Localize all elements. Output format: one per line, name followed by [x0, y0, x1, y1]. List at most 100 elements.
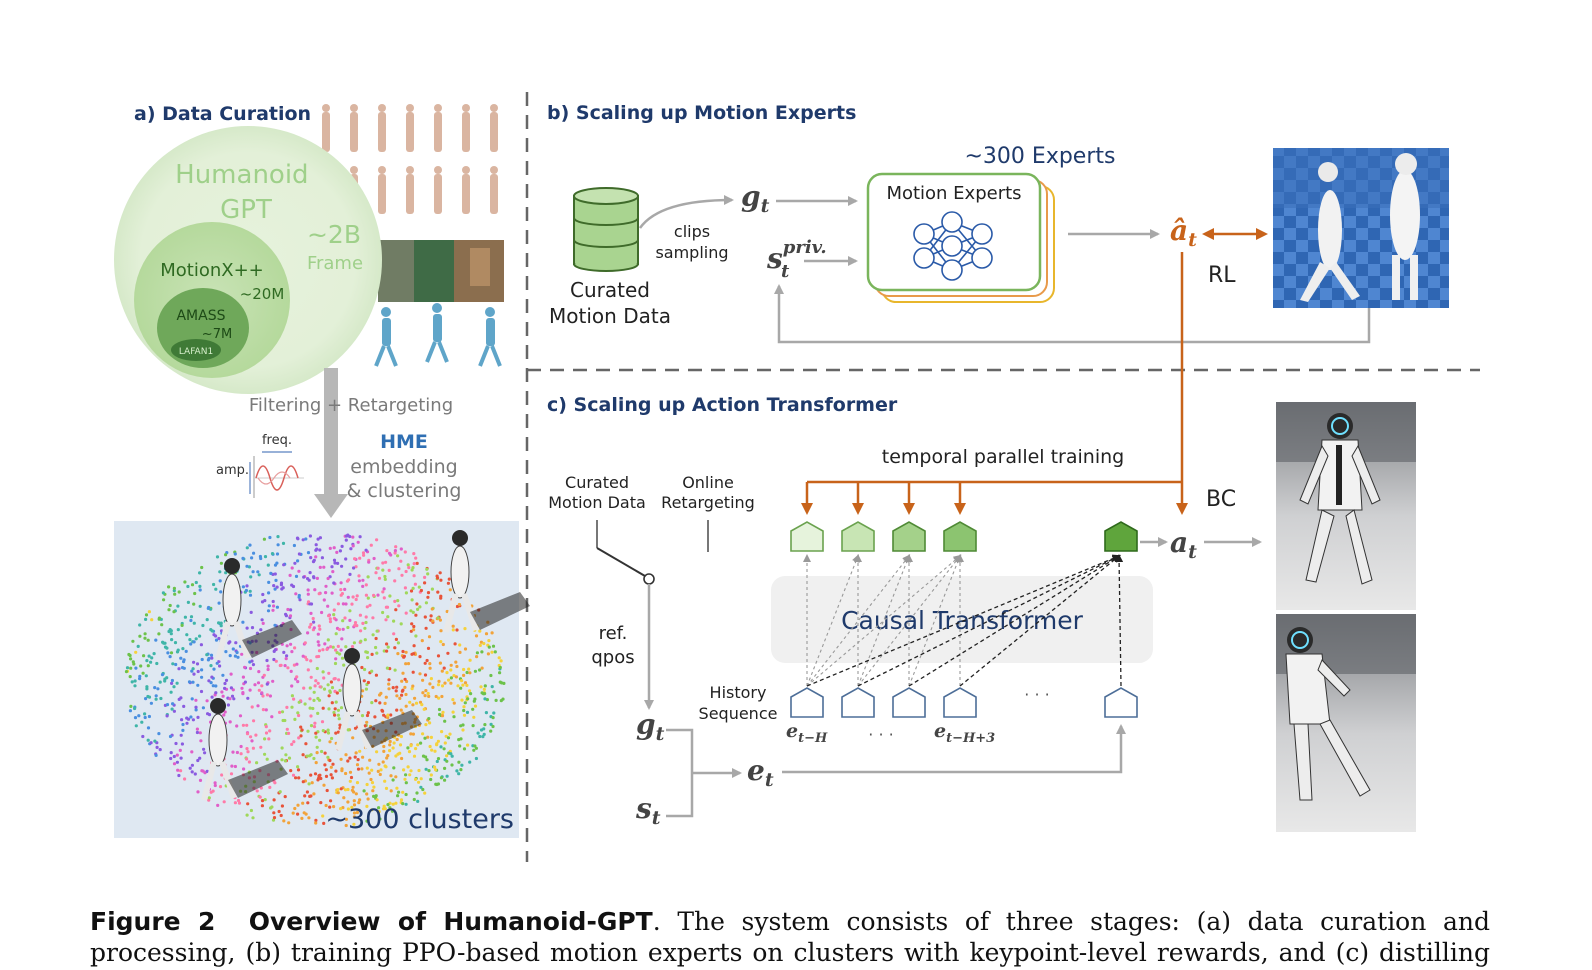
- scatter-point: [424, 755, 428, 759]
- scatter-point: [436, 590, 440, 594]
- scatter-point: [317, 643, 321, 647]
- scatter-point: [372, 556, 376, 561]
- temporal-label: temporal parallel training: [882, 446, 1124, 468]
- scatter-point: [172, 685, 176, 689]
- scatter-point: [418, 605, 422, 609]
- scatter-point: [257, 670, 261, 674]
- scatter-point: [255, 789, 259, 793]
- scatter-point: [301, 753, 305, 757]
- scatter-point: [348, 609, 352, 613]
- caption-title: Overview of Humanoid-GPT: [248, 907, 653, 936]
- scatter-point: [416, 799, 420, 804]
- scatter-point: [336, 788, 340, 792]
- scatter-point: [391, 778, 395, 782]
- scatter-point: [370, 808, 374, 812]
- scatter-point: [401, 802, 405, 806]
- scatter-point: [392, 619, 396, 623]
- scatter-point: [340, 592, 344, 596]
- scatter-point: [389, 774, 393, 778]
- scatter-point: [290, 684, 294, 688]
- scatter-point: [474, 634, 479, 638]
- scatter-point: [374, 636, 378, 641]
- scatter-point: [300, 816, 304, 821]
- scatter-point: [394, 608, 398, 612]
- scatter-point: [287, 756, 292, 760]
- scatter-point: [422, 707, 426, 711]
- scatter-point: [367, 771, 371, 775]
- scatter-point: [220, 690, 224, 694]
- scatter-point: [279, 813, 283, 818]
- scatter-point: [312, 690, 316, 694]
- scatter-point: [210, 695, 214, 699]
- scatter-point: [320, 720, 325, 724]
- scatter-point: [343, 616, 347, 620]
- scatter-point: [404, 569, 408, 574]
- blue-figure-leg: [374, 345, 386, 367]
- scatter-point: [412, 797, 416, 802]
- scatter-point: [391, 746, 395, 750]
- scatter-point: [462, 705, 466, 709]
- scatter-point: [375, 798, 379, 802]
- scatter-point: [291, 811, 295, 815]
- scatter-point: [489, 729, 493, 733]
- scatter-point: [136, 644, 140, 649]
- scatter-point: [196, 669, 200, 674]
- e-to-token-arrow: [782, 724, 1126, 774]
- scatter-point: [385, 756, 389, 760]
- scatter-point: [434, 768, 438, 772]
- scatter-point: [309, 714, 313, 718]
- scatter-point: [393, 579, 397, 583]
- scatter-point: [352, 822, 356, 826]
- scatter-point: [396, 652, 400, 656]
- scatter-point: [483, 684, 487, 688]
- scatter-point: [363, 638, 367, 642]
- scatter-point: [252, 551, 256, 555]
- scatter-point: [325, 647, 329, 652]
- scatter-point: [267, 737, 271, 741]
- scatter-point: [465, 683, 469, 688]
- scatter-point: [183, 777, 187, 781]
- scatter-point: [344, 538, 348, 542]
- scatter-point: [294, 776, 298, 780]
- scatter-point: [218, 570, 222, 574]
- scatter-point: [377, 806, 381, 810]
- scatter-point: [386, 645, 390, 649]
- scatter-point: [404, 611, 408, 615]
- scatter-point: [346, 728, 350, 732]
- scatter-point: [168, 734, 173, 739]
- scatter-point: [256, 570, 260, 574]
- scatter-point: [301, 538, 305, 542]
- scatter-point: [492, 711, 496, 715]
- scatter-point: [263, 555, 268, 559]
- sine-wave-red: [255, 465, 299, 491]
- scatter-point: [478, 643, 482, 648]
- scatter-point: [265, 682, 269, 686]
- scatter-point: [144, 697, 148, 701]
- scatter-point: [291, 773, 296, 777]
- scatter-point: [274, 659, 278, 663]
- scatter-point: [441, 710, 445, 714]
- scatter-point: [149, 701, 153, 705]
- a-hat-symbol: ât: [1170, 214, 1197, 251]
- scatter-point: [313, 721, 317, 725]
- scatter-point: [285, 644, 289, 648]
- scatter-point: [297, 713, 301, 718]
- scatter-point: [207, 713, 212, 717]
- scatter-point: [352, 790, 356, 794]
- scatter-point: [425, 658, 429, 663]
- scatter-point: [340, 767, 344, 771]
- scatter-point: [356, 540, 360, 544]
- scatter-point: [155, 745, 159, 750]
- robot-leg: [335, 711, 351, 751]
- scatter-point: [322, 598, 326, 602]
- scatter-point: [180, 742, 184, 746]
- scatter-point: [322, 676, 326, 680]
- scatter-point: [321, 670, 325, 674]
- scatter-point: [446, 736, 451, 740]
- scatter-point: [214, 684, 218, 688]
- scatter-point: [350, 602, 354, 606]
- mannequin-head: [406, 166, 414, 174]
- scatter-point: [404, 650, 408, 654]
- scatter-point: [224, 678, 229, 683]
- scatter-point: [226, 703, 230, 707]
